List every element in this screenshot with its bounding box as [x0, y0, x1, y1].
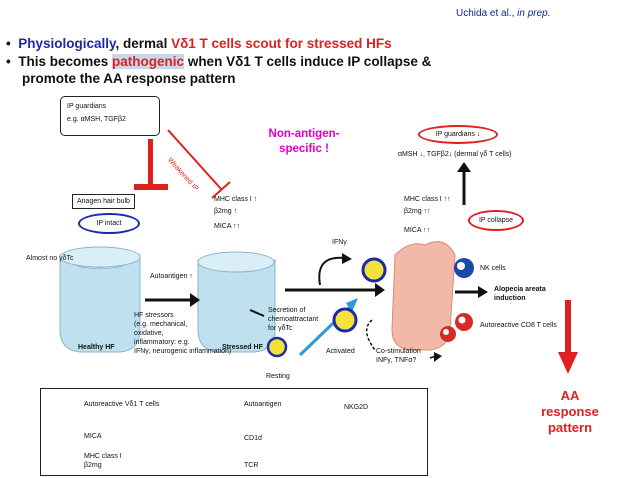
inhibit-line: [148, 139, 153, 187]
arrow-alopecia-head: [478, 286, 488, 298]
activated-t-cell: [361, 257, 387, 283]
aa-arrow-shaft: [565, 300, 571, 356]
healthy-hf-label: Healthy HF: [78, 344, 115, 351]
bullet-2-prefix: This becomes: [18, 54, 113, 69]
aa-response-pattern: AA response pattern: [541, 388, 599, 435]
nk-cells-label: NK cells: [480, 265, 506, 272]
bullet-1: • Physiologically, dermal Vδ1 T cells sc…: [6, 36, 392, 52]
mhc1-upup-label: MHC class I ↑↑: [404, 196, 451, 203]
inhibit-bar: [134, 184, 168, 190]
stressed-hf-top: [197, 251, 275, 273]
costim-label: Co-stimulation INFγ, TNFα?: [376, 348, 421, 364]
citation: Uchida et al., in prep.: [456, 8, 551, 19]
non-antigen-specific: Non-antigen- specific !: [268, 128, 340, 155]
legend-mica-label: MICA: [84, 433, 102, 440]
legend-vd1-label: Autoreactive Vδ1 T cells: [84, 401, 160, 408]
mhc1-up-label: MHC class I ↑: [214, 196, 258, 203]
arrow-stressed-collapse-head: [375, 283, 385, 297]
b2mg-up-label: β2mg ↑: [214, 208, 238, 215]
ip-guardians-down-badge: IP guardians ↓: [418, 125, 498, 144]
bullet-2-line-2: promote the AA response pattern: [22, 71, 236, 86]
bullet-1-rest: , dermal: [115, 36, 172, 51]
legend-cd1d-label: CD1d: [244, 435, 262, 442]
ip-guardians-title: IP guardians: [67, 103, 107, 110]
ip-guardians-box: IP guardians e.g. αMSH, TGFβ2: [60, 96, 160, 136]
stressed-hf-label: Stressed HF: [222, 344, 263, 351]
alopecia-label: Alopecia areata induction: [494, 286, 546, 302]
hf-stressors-label: HF stressors (e.g. mechanical, oxidative…: [134, 312, 232, 355]
resting-t-cell: [266, 336, 288, 358]
ifng-label: IFNγ: [332, 239, 347, 246]
arrow-healthy-stressed-head: [190, 293, 200, 307]
mica-upup-label: MICA ↑↑: [404, 227, 431, 234]
resting-label: Resting: [266, 373, 290, 380]
arrow-up-head: [457, 162, 471, 172]
ip-collapse-badge: IP collapse: [468, 210, 524, 231]
arrow-secretion: [249, 309, 265, 317]
legend-mhc-label: MHC class I β2mg: [84, 453, 122, 469]
activated-t-cell-2: [332, 307, 358, 333]
bullet-1-prefix: Physiologically: [18, 36, 116, 51]
healthy-hf-top: [59, 246, 141, 268]
almost-no-label: Almost no γδTc: [26, 255, 74, 262]
b2mg-upup-label: β2mg ↑↑: [404, 208, 431, 215]
mica-up-label: MICA ↑↑: [214, 223, 241, 230]
secretion-label: Secretion of chemoattractant for γδTc: [268, 307, 319, 332]
activated-label: Activated: [326, 348, 355, 355]
anagen-hair-bulb: Anagen hair bulb: [72, 194, 135, 209]
legend-nkg2d-label: NKG2D: [344, 404, 369, 411]
amsh-down-label: αMSH ↓, TGFβ2↓ (dermal γδ T cells): [398, 151, 512, 158]
weakened-bar: [211, 181, 231, 199]
cd8-label: Autoreactive CD8 T cells: [480, 322, 557, 329]
bullet-1-vd1: Vδ1 T cells scout for stressed HFs: [171, 36, 392, 51]
citation-authors: Uchida et al.,: [456, 8, 518, 19]
legend-box: [40, 388, 428, 476]
costim-arrow: [366, 319, 376, 351]
bullet-2: • This becomes pathogenic when Vδ1 T cel…: [6, 54, 431, 70]
ifng-arrow: [318, 256, 346, 286]
ifng-arrow-head: [342, 253, 352, 264]
citation-note: in prep.: [517, 8, 551, 19]
weakened-line: [167, 129, 223, 191]
aa-arrow-head: [558, 352, 578, 374]
autoantigen-up-label: Autoantigen ↑: [150, 273, 193, 280]
ip-intact-badge: IP intact: [78, 213, 140, 234]
bullet-2-pathogenic: pathogenic: [112, 54, 185, 69]
legend-autoantigen-label: Autoantigen: [244, 401, 282, 408]
healthy-hf-shape: [59, 253, 141, 353]
cd8-cell-1-inner: [458, 316, 466, 324]
legend-tcr-label: TCR: [244, 462, 259, 469]
costim-cd8-head: [434, 352, 442, 362]
bullet-2-rest: when Vδ1 T cells induce IP collapse &: [184, 54, 432, 69]
bullet-marker: •: [6, 54, 11, 69]
cd8-cell-2-inner: [443, 329, 449, 335]
ip-guardians-sub: e.g. αMSH, TGFβ2: [67, 116, 126, 123]
nk-cell-inner: [457, 262, 465, 270]
activation-arrow-head: [346, 298, 358, 312]
bullet-marker: •: [6, 36, 11, 51]
